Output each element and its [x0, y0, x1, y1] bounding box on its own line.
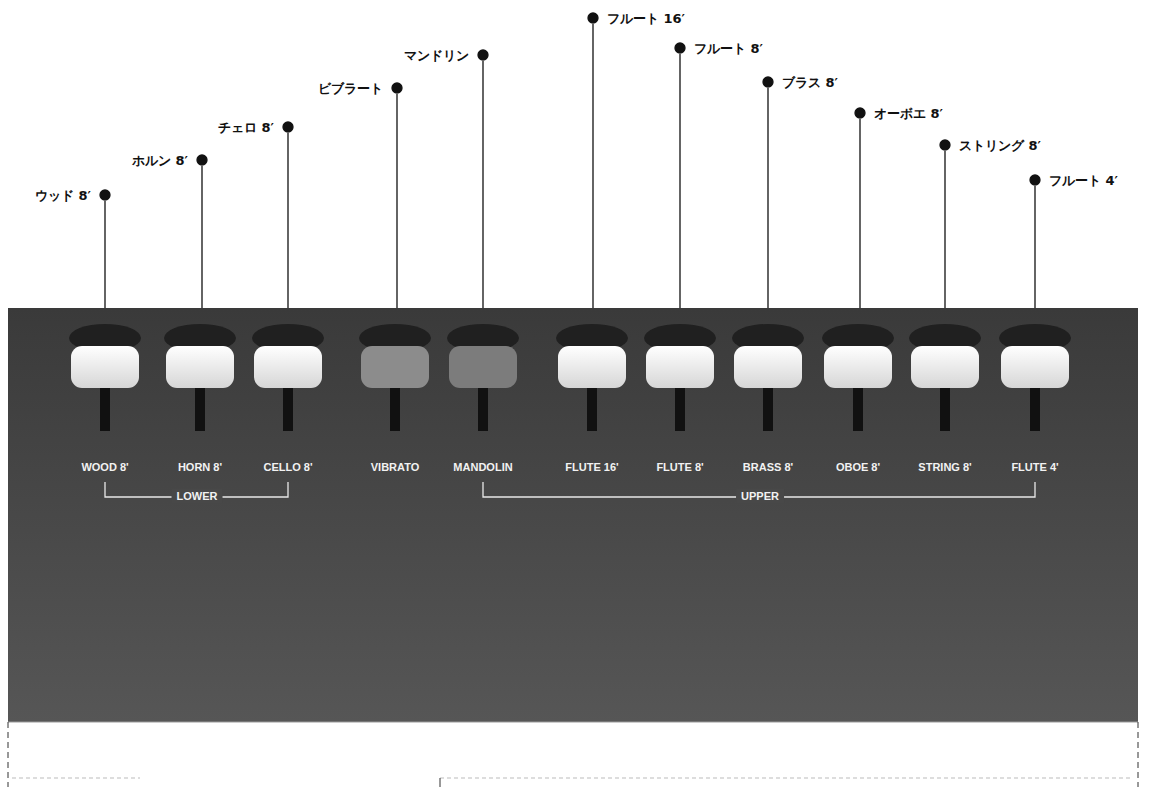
callout-label: チェロ 8′ — [216, 119, 276, 137]
tab-name: MANDOLIN — [453, 460, 512, 474]
tab-name: OBOE 8' — [836, 460, 880, 474]
group-label: LOWER — [172, 489, 223, 503]
tab-name: CELLO 8' — [263, 460, 312, 474]
callout-label: フルート 16′ — [605, 10, 687, 28]
callout-label: ウッド 8′ — [33, 187, 93, 205]
group-brackets — [105, 482, 1035, 497]
callout-label: ホルン 8′ — [130, 152, 190, 170]
tab-name: FLUTE 16' — [565, 460, 618, 474]
group-label: UPPER — [736, 489, 784, 503]
callout-label: マンドリン — [402, 47, 471, 65]
tab-name: HORN 8' — [178, 460, 222, 474]
tab-name: FLUTE 8' — [656, 460, 703, 474]
tab-name: BRASS 8' — [743, 460, 793, 474]
callout-label: ブラス 8′ — [780, 74, 840, 92]
callout-label: フルート 4′ — [1047, 172, 1120, 190]
leader-lines — [100, 13, 1040, 308]
tab-name: VIBRATO — [371, 460, 420, 474]
callout-label: フルート 8′ — [692, 40, 765, 58]
callout-label: ストリング 8′ — [957, 137, 1043, 155]
stop-tabs — [69, 324, 1071, 431]
panel — [8, 308, 1138, 722]
callout-label: オーボエ 8′ — [872, 105, 945, 123]
tab-name: WOOD 8' — [81, 460, 128, 474]
tab-name: FLUTE 4' — [1011, 460, 1058, 474]
tab-name: STRING 8' — [918, 460, 971, 474]
callout-label: ビブラート — [316, 80, 385, 98]
